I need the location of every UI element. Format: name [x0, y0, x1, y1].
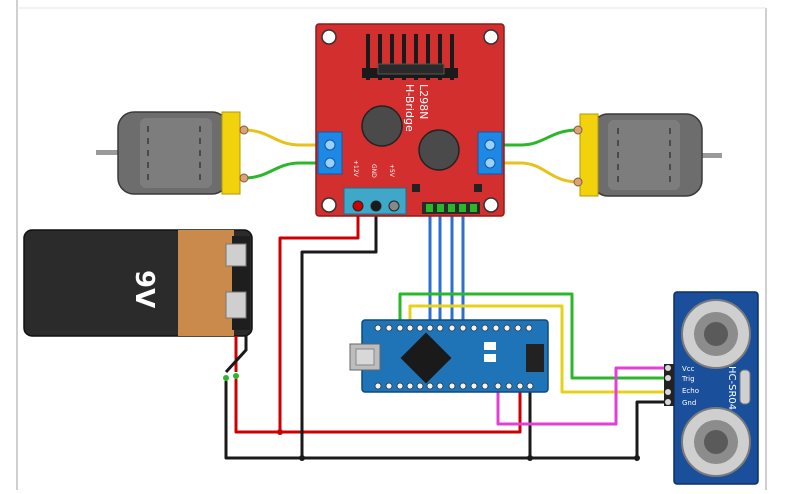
battery-band [178, 230, 234, 336]
black-ground-wire [224, 204, 378, 460]
yellow-wire [408, 304, 666, 394]
driver-title-line2: H-Bridge [403, 84, 416, 132]
hc-sr04-sensor: HC-SR04 Vcc Trig Echo Gnd [664, 291, 759, 485]
red-power-wire [234, 204, 360, 434]
left-motor-shaft [96, 150, 118, 155]
battery-terminal-bottom [225, 291, 247, 319]
left-motor-terminal-a [239, 125, 249, 135]
capacitor-left [361, 105, 403, 147]
arduino-bottom-pins [374, 382, 534, 390]
left-motor-endcap [221, 111, 241, 195]
sensor-pin-trig: Trig [681, 375, 695, 383]
sensor-pin-gnd: Gnd [682, 399, 696, 407]
right-motor [573, 113, 722, 197]
power-terminal-5v [388, 200, 400, 212]
power-terminal-gnd [370, 200, 382, 212]
pin-label-gnd: GND [370, 164, 377, 178]
magenta-wire [496, 366, 666, 426]
right-terminal-screw-2 [484, 157, 496, 169]
right-motor-can [608, 120, 680, 190]
wire-junctions [277, 429, 640, 461]
right-motor-terminal-b [573, 177, 583, 187]
arduino-nano [349, 319, 549, 393]
usb-port [355, 348, 375, 366]
black-gnd-wire [300, 400, 666, 460]
right-motor-shaft [700, 153, 722, 158]
left-terminal-screw-2 [324, 157, 336, 169]
sensor-pin-vcc: Vcc [682, 365, 695, 373]
green-wire [398, 292, 666, 380]
driver-mount-hole-tr [483, 29, 499, 45]
battery-terminal-top [225, 243, 247, 267]
sensor-crystal [739, 369, 751, 405]
battery-red-pin [233, 373, 239, 379]
led-block-1 [484, 342, 496, 350]
right-terminal-screw-1 [484, 139, 496, 151]
led-block-2 [484, 354, 496, 362]
l298n-driver-board: L298N H-Bridge +12V GND +5V [315, 23, 505, 217]
sensor-label: HC-SR04 [726, 366, 737, 410]
right-motor-terminal-a [573, 125, 583, 135]
right-motor-green-wire [498, 128, 580, 147]
sensor-pin-echo: Echo [682, 387, 699, 395]
sensor-core-bottom [704, 430, 728, 454]
control-header [412, 184, 482, 214]
driver-mount-hole-br [483, 197, 499, 213]
power-terminal-12v [352, 200, 364, 212]
wires [224, 128, 666, 460]
l298-chip [377, 63, 445, 75]
driver-title-line1: L298N [417, 84, 430, 119]
battery-black-pin [223, 375, 229, 381]
battery-label: 9V [129, 270, 159, 308]
right-motor-yellow-wire [498, 161, 580, 184]
left-motor-yellow-wire [242, 128, 324, 147]
left-motor-can [140, 118, 212, 188]
red-vin-wire [278, 386, 522, 434]
battery-9v: 9V [23, 229, 253, 381]
icsp-header [526, 344, 544, 372]
sensor-core-top [704, 322, 728, 346]
pin-label-5v: +5V [388, 164, 395, 178]
left-motor [96, 111, 249, 195]
pin-label-12v: +12V [352, 160, 359, 178]
left-terminal-screw-1 [324, 139, 336, 151]
right-motor-endcap [579, 113, 599, 197]
capacitor-right [418, 129, 460, 171]
sensor-pin-header [664, 364, 674, 406]
arduino-top-pins [374, 324, 533, 332]
driver-mount-hole-bl [321, 197, 337, 213]
battery-black-lead [224, 336, 248, 374]
driver-mount-hole-tl [321, 29, 337, 45]
left-motor-terminal-b [239, 173, 249, 183]
left-motor-green-wire [242, 161, 324, 180]
